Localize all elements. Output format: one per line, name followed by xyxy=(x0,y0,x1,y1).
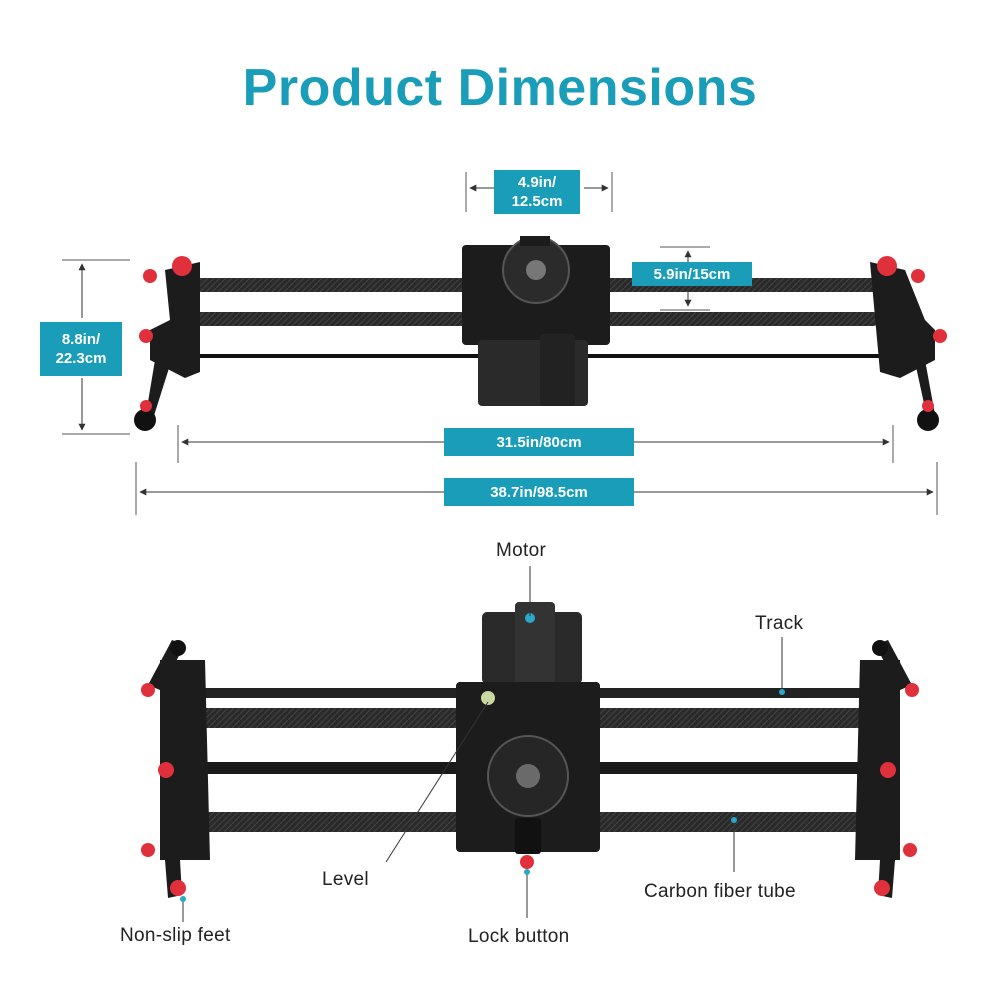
right-knob-c xyxy=(903,843,917,857)
top-slider xyxy=(134,236,947,431)
lock-button-knob xyxy=(520,855,534,869)
non-slip-feet-label: Non-slip feet xyxy=(120,925,231,946)
left-foot-knob xyxy=(140,400,152,412)
total-length-label: 38.7in/98.5cm xyxy=(444,478,634,506)
plate-depth-label: 5.9in/15cm xyxy=(632,262,752,286)
callout-lines xyxy=(180,566,785,922)
lock-block xyxy=(515,818,541,854)
right-foot-knob-b xyxy=(874,880,890,896)
right-foot-knob xyxy=(922,400,934,412)
left-end-plate xyxy=(160,660,210,860)
left-knob-a xyxy=(141,683,155,697)
right-top-foot xyxy=(872,640,888,656)
right-end-plate xyxy=(855,660,900,860)
left-foot-knob-b xyxy=(170,880,186,896)
right-knob-a xyxy=(905,683,919,697)
left-end-bracket xyxy=(150,262,200,378)
right-knob-top xyxy=(877,256,897,276)
left-knob-top xyxy=(172,256,192,276)
left-foot xyxy=(134,409,156,431)
left-knob-side xyxy=(143,269,157,283)
motor-marker xyxy=(525,613,535,623)
left-knob-c xyxy=(141,843,155,857)
motor-gear-block xyxy=(515,602,555,684)
left-knob-mid xyxy=(139,329,153,343)
dimension-lines xyxy=(62,172,938,515)
right-knob-mid xyxy=(933,329,947,343)
carbon-fiber-tube-label: Carbon fiber tube xyxy=(644,881,796,902)
right-knob-side xyxy=(911,269,925,283)
plate-width-label: 4.9in/ 12.5cm xyxy=(494,170,580,214)
page-title: Product Dimensions xyxy=(242,59,758,117)
right-end-bracket xyxy=(870,262,935,378)
lock-button-label: Lock button xyxy=(468,926,570,947)
right-knob-b xyxy=(880,762,896,778)
motor-label: Motor xyxy=(496,540,547,561)
mount-screw xyxy=(526,260,546,280)
right-foot xyxy=(917,409,939,431)
left-knob-b xyxy=(158,762,174,778)
bubble-level xyxy=(481,691,495,705)
motor-block xyxy=(540,334,575,406)
track-length-label: 31.5in/80cm xyxy=(444,428,634,456)
left-top-foot xyxy=(170,640,186,656)
plate-latch xyxy=(520,236,550,246)
height-label: 8.8in/ 22.3cm xyxy=(40,322,122,376)
track-label: Track xyxy=(755,613,804,634)
level-label: Level xyxy=(322,869,369,890)
mount-screw-bottom xyxy=(516,764,540,788)
bottom-slider xyxy=(141,602,919,898)
